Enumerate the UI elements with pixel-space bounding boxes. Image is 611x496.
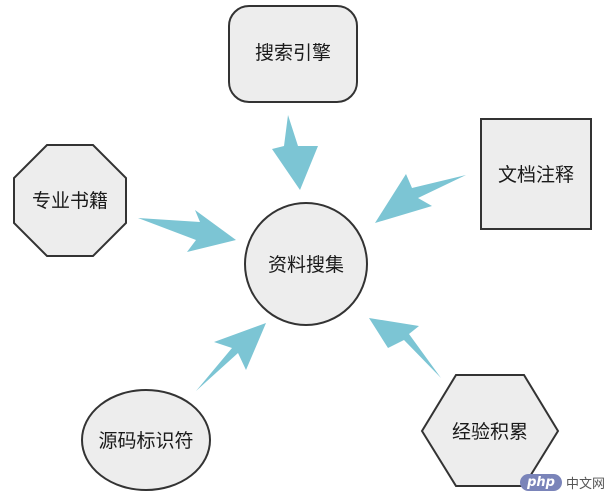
arrow-from-bottom-right	[369, 318, 441, 378]
node-right-top-shape	[480, 118, 592, 230]
node-top-shape	[228, 5, 358, 103]
node-top-label: 搜索引擎	[255, 42, 331, 64]
arrow-from-bottom-left	[196, 323, 266, 391]
node-left: 专业书籍	[13, 144, 127, 257]
node-left-shape	[13, 144, 127, 257]
watermark: php 中文网	[520, 473, 605, 492]
node-left-label: 专业书籍	[32, 190, 108, 212]
node-center: 资料搜集	[244, 202, 368, 326]
node-bottom-left: 源码标识符	[81, 389, 211, 491]
watermark-badge: php	[520, 474, 562, 491]
node-bottom-right: 经验积累	[420, 374, 560, 487]
node-bottom-left-shape	[81, 389, 211, 491]
arrow-from-top	[272, 115, 318, 190]
node-center-shape	[244, 202, 368, 326]
watermark-text: 中文网	[565, 477, 605, 492]
arrow-from-left	[138, 210, 236, 252]
node-right-top: 文档注释	[480, 118, 592, 230]
node-top: 搜索引擎	[228, 5, 358, 103]
node-right-top-label: 文档注释	[498, 164, 574, 186]
node-center-label: 资料搜集	[268, 254, 344, 276]
arrow-from-right-top	[375, 174, 466, 223]
node-bottom-right-label: 经验积累	[452, 421, 528, 443]
node-bottom-left-label: 源码标识符	[98, 430, 193, 452]
